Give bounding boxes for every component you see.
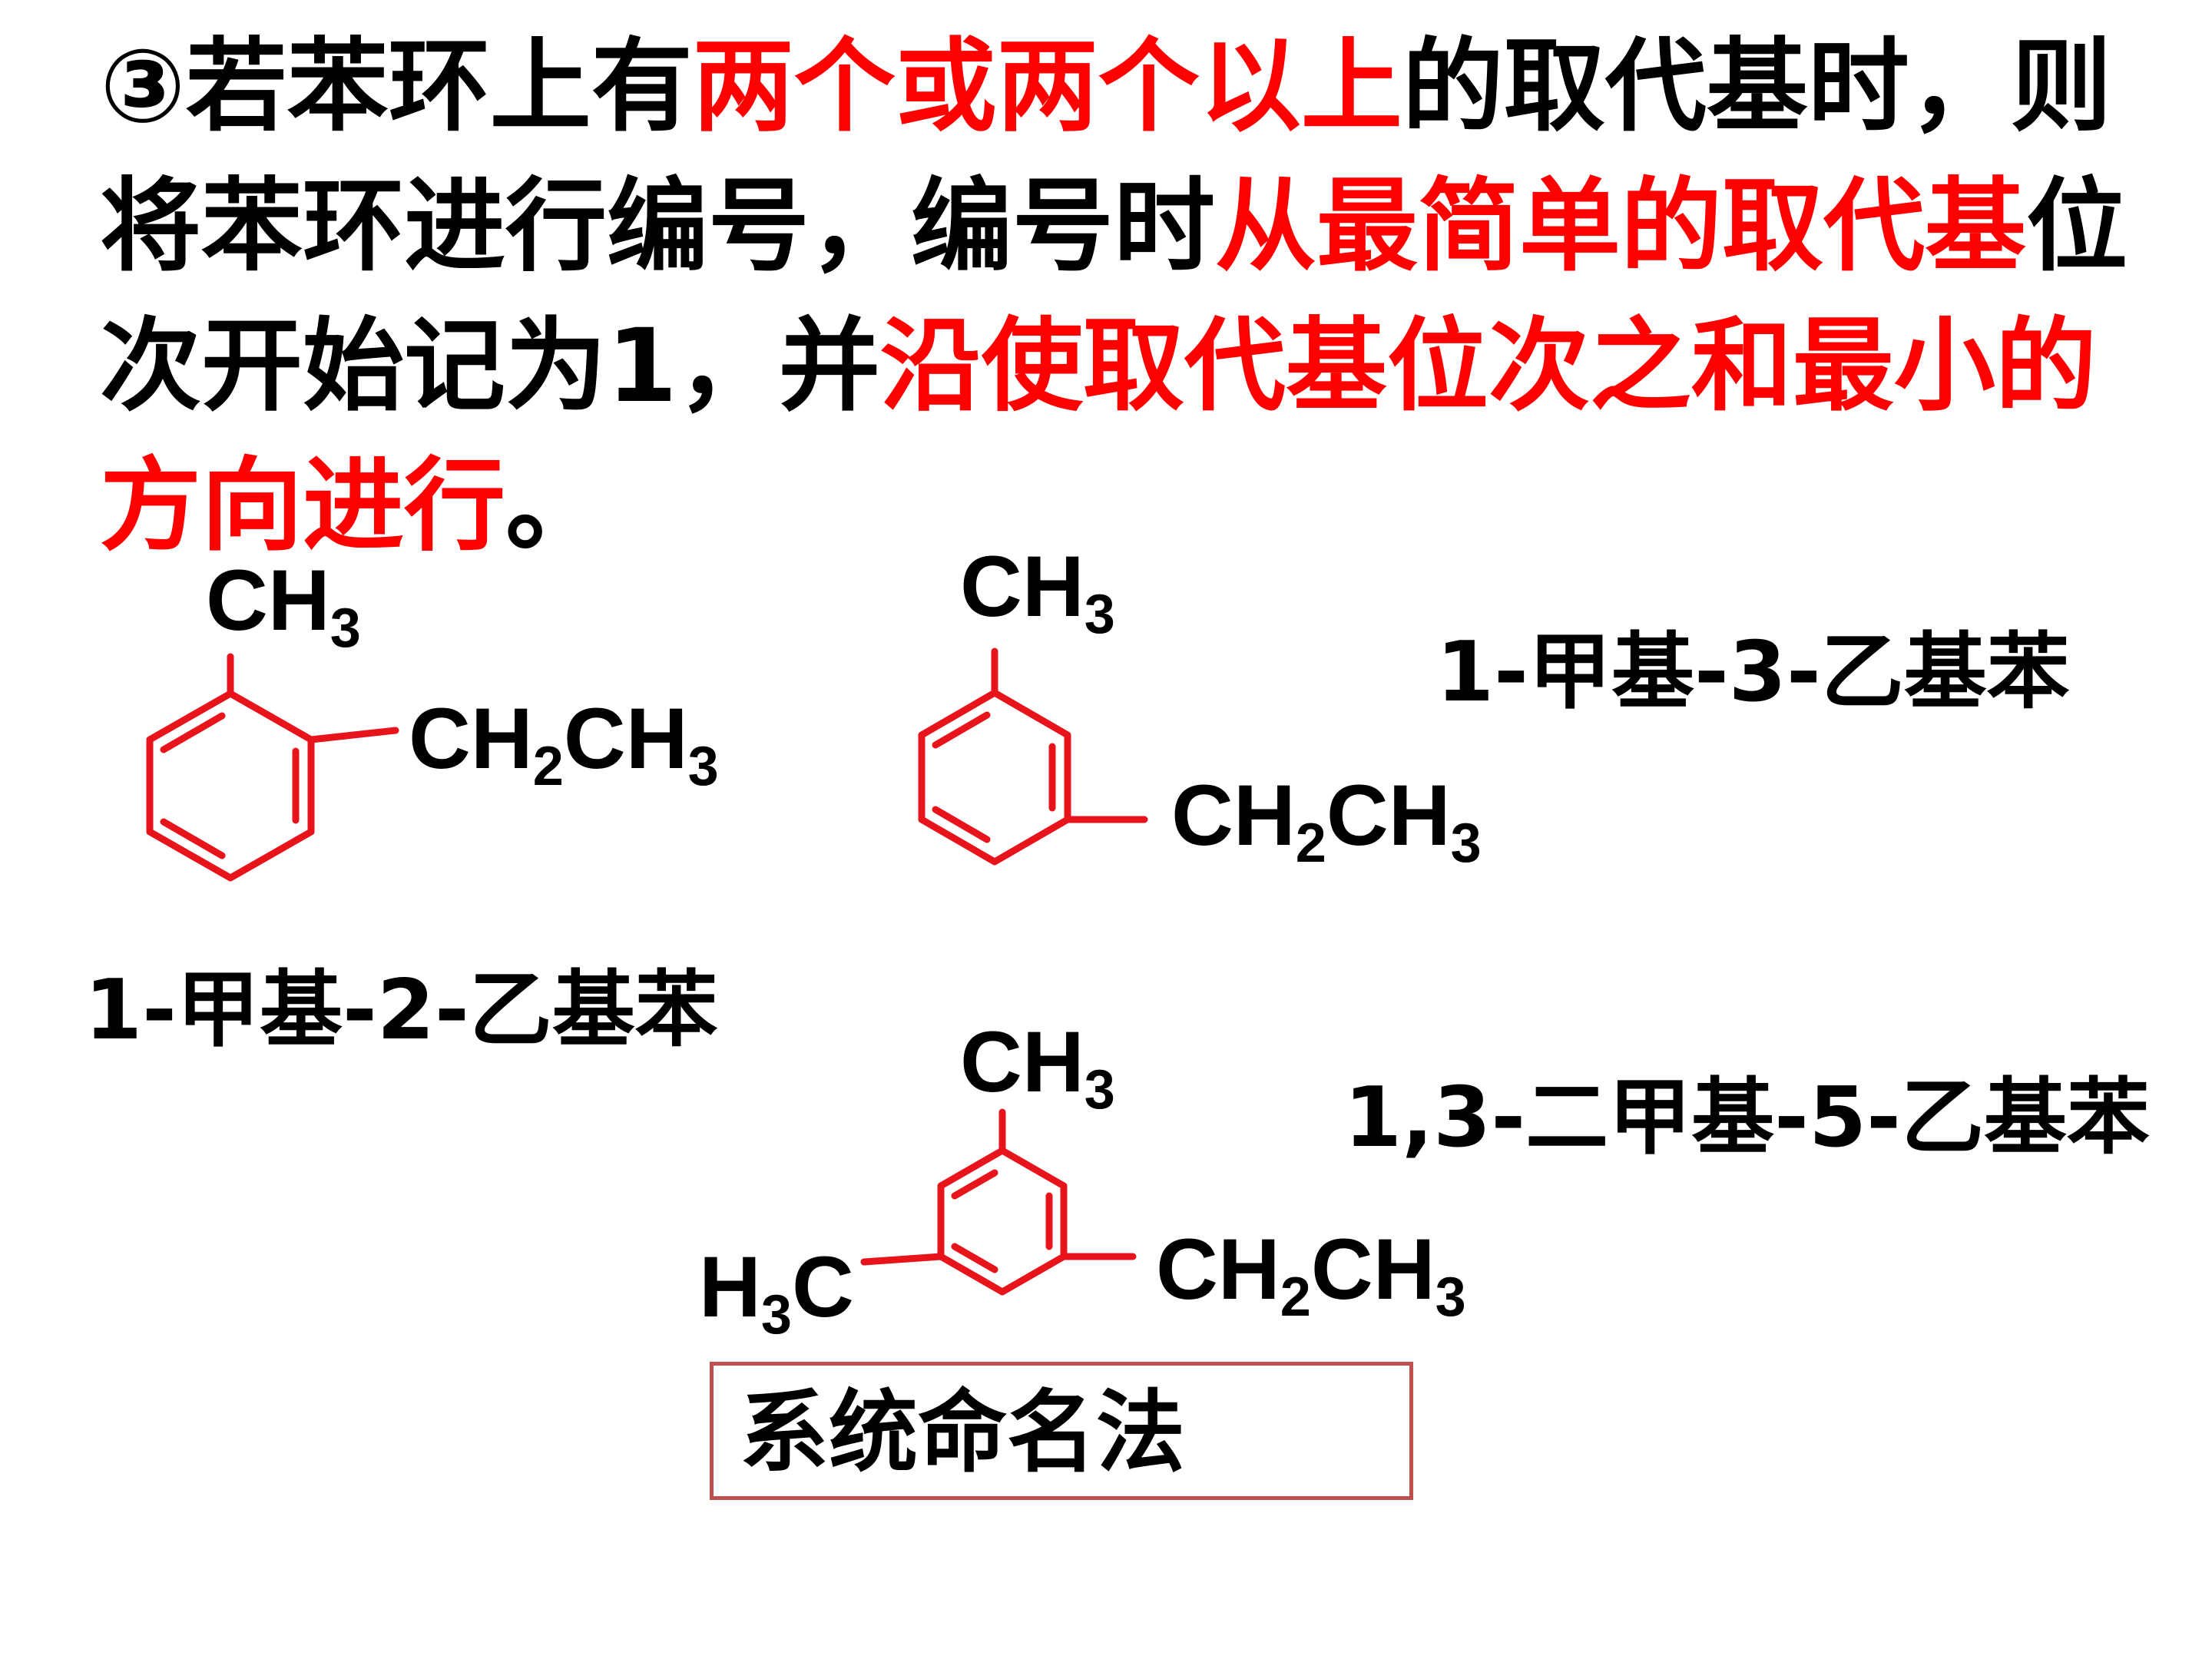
formula-text: CH: [206, 552, 330, 648]
ring-3-inner-bond: [951, 1169, 998, 1200]
formula-text: C: [791, 1239, 854, 1335]
benzene-ring-1: [146, 653, 399, 882]
formula-text: H: [699, 1239, 761, 1335]
formula-text: CH: [1156, 1221, 1280, 1317]
formula-text: CH: [960, 1014, 1084, 1110]
s3-methyl-left-formula: H3C: [699, 1244, 854, 1343]
ring-2-inner-bond: [932, 806, 991, 843]
formula-subscript: 3: [1084, 1059, 1115, 1121]
s2-compound-name: 1-甲基-3-乙基苯: [1436, 624, 2070, 720]
rule-paragraph: ③若苯环上有两个或两个以上的取代基时，则将苯环进行编号，编号时从最简单的取代基位…: [100, 17, 2128, 576]
rule-segment-highlight: 从最简单的取代基: [1215, 167, 2026, 286]
ring-3-inner-bond: [951, 1243, 998, 1273]
s3-compound-name: 1,3-二甲基-5-乙基苯: [1344, 1070, 2150, 1166]
method-box: 系统命名法: [710, 1362, 1413, 1500]
s2-methyl-formula: CH3: [960, 544, 1115, 643]
s3-ethyl-formula: CH2CH3: [1156, 1227, 1466, 1326]
ring-3-hexagon: [937, 1147, 1068, 1296]
benzene-ring-2: [918, 647, 1148, 866]
ring-1-ethyl-bond: [307, 727, 399, 743]
rule-segment-highlight: 沿使取代基位次之和最小的方向进行: [100, 307, 2097, 565]
s1-ethyl-formula: CH2CH3: [409, 696, 719, 795]
method-label: 系统命名法: [740, 1381, 1185, 1485]
formula-text: CH: [1171, 767, 1296, 863]
ring-1-hexagon: [146, 690, 315, 882]
rule-segment-highlight: 两个或两个以上: [692, 28, 1402, 146]
formula-subscript: 2: [532, 736, 564, 797]
formula-subscript: 3: [687, 736, 719, 797]
rule-segment: 。: [505, 447, 607, 565]
rule-segment: 位次开始记为1，并: [100, 167, 2128, 426]
formula-subscript: 3: [329, 598, 361, 659]
ring-2-hexagon: [918, 689, 1071, 866]
formula-text: CH: [960, 538, 1084, 634]
benzene-ring-3: [860, 1108, 1137, 1296]
formula-text: CH: [563, 690, 688, 786]
s2-ethyl-formula: CH2CH3: [1171, 773, 1482, 872]
ring-1-inner-bond: [160, 818, 226, 859]
rule-segment: ③若苯环上有: [100, 28, 693, 146]
s1-compound-name: 1-甲基-2-乙基苯: [84, 962, 718, 1058]
s1-methyl-formula: CH3: [206, 558, 361, 657]
ring-3-methyl-left-bond: [860, 1253, 945, 1266]
formula-text: CH: [409, 690, 533, 786]
formula-subscript: 3: [760, 1284, 792, 1346]
formula-subscript: 2: [1295, 813, 1326, 874]
formula-subscript: 3: [1435, 1267, 1466, 1328]
formula-subscript: 3: [1084, 584, 1115, 645]
s3-methyl-top-formula: CH3: [960, 1019, 1115, 1118]
formula-text: CH: [1326, 767, 1451, 863]
formula-subscript: 3: [1450, 813, 1482, 874]
formula-subscript: 2: [1280, 1267, 1311, 1328]
rule-segment: 的取代基时，则将苯环进行编号，编号时: [100, 28, 2112, 286]
ring-2-inner-bond: [932, 711, 991, 749]
ring-1-inner-bond: [160, 712, 226, 753]
formula-text: CH: [1310, 1221, 1435, 1317]
